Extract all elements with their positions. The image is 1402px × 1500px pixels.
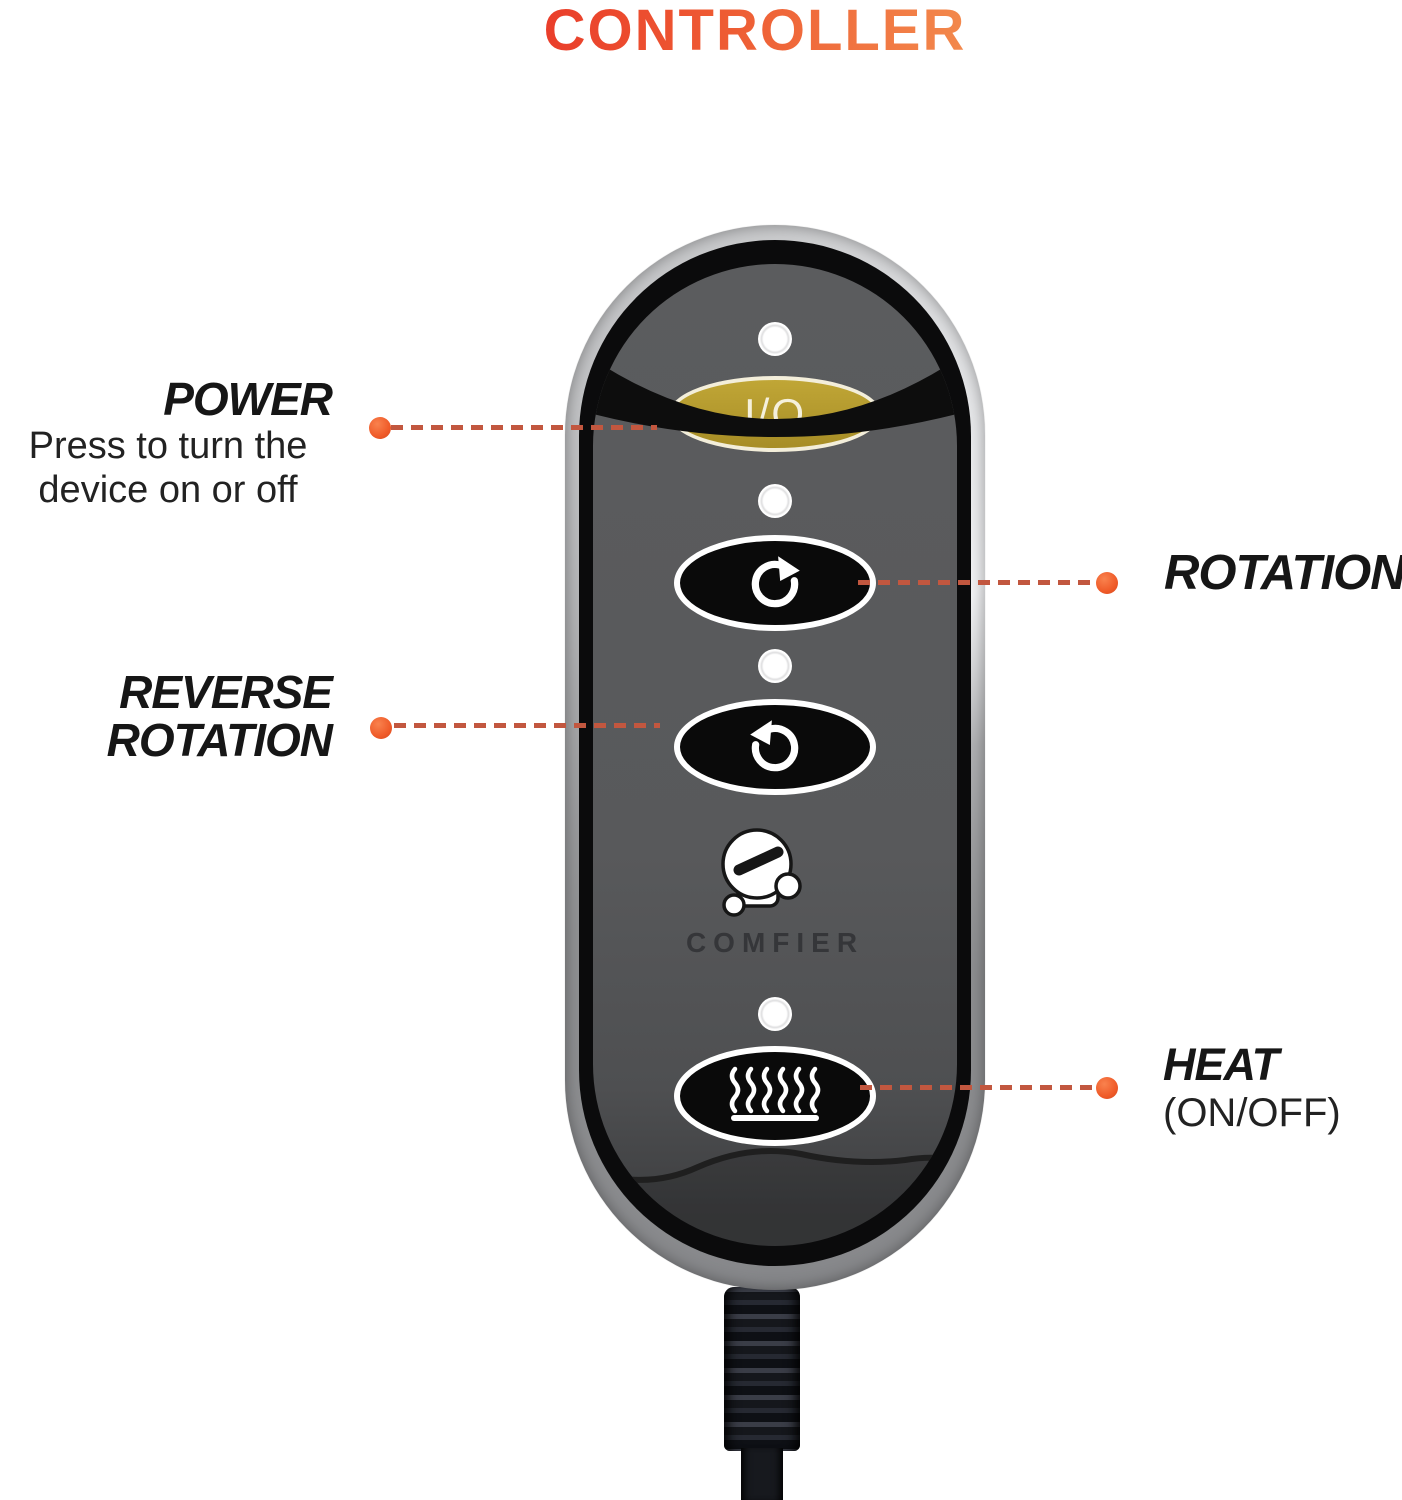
rotation-callout-dot bbox=[1096, 572, 1118, 594]
brand-wordmark: COMFIER bbox=[685, 927, 865, 958]
face-curves bbox=[593, 359, 957, 1246]
reverse-rotation-label-line2: ROTATION bbox=[106, 714, 333, 766]
callout-power: POWER Press to turn the device on or off bbox=[0, 374, 336, 512]
rotation-button[interactable] bbox=[674, 535, 876, 631]
power-led-indicator bbox=[758, 322, 792, 356]
heat-callout-dot bbox=[1096, 1077, 1118, 1099]
heat-led-indicator bbox=[758, 997, 792, 1031]
heat-waves-icon bbox=[723, 1066, 827, 1127]
comfier-mascot-icon bbox=[714, 824, 806, 924]
power-label: POWER bbox=[163, 373, 333, 425]
rotation-callout-line bbox=[858, 580, 1098, 585]
callout-rotation: ROTATION bbox=[1164, 548, 1402, 598]
reverse-rotation-label-line1: REVERSE bbox=[119, 666, 333, 718]
power-callout-line bbox=[391, 425, 657, 430]
reverse-rotation-callout-dot bbox=[370, 717, 392, 739]
heat-label: HEAT bbox=[1163, 1039, 1279, 1090]
heat-sublabel: (ON/OFF) bbox=[1163, 1091, 1341, 1135]
rotate-ccw-icon bbox=[744, 714, 806, 781]
page-title: CONTROLLER bbox=[430, 0, 1080, 62]
rotation-label: ROTATION bbox=[1164, 546, 1402, 600]
power-description-line2: device on or off bbox=[38, 469, 298, 511]
reverse-rotation-callout-line bbox=[394, 723, 660, 728]
heat-callout-line bbox=[860, 1085, 1098, 1090]
reverse-rotation-led-indicator bbox=[758, 649, 792, 683]
rotation-led-indicator bbox=[758, 484, 792, 518]
rotate-cw-icon bbox=[744, 550, 806, 617]
cable-strain-relief bbox=[724, 1287, 800, 1451]
power-cable bbox=[741, 1448, 783, 1500]
heat-button[interactable] bbox=[674, 1046, 876, 1146]
callout-heat: HEAT (ON/OFF) bbox=[1163, 1040, 1341, 1136]
power-callout-dot bbox=[369, 417, 391, 439]
callout-reverse-rotation: REVERSE ROTATION bbox=[0, 666, 333, 766]
power-description-line1: Press to turn the bbox=[28, 425, 308, 467]
remote-face: I/O bbox=[593, 264, 957, 1246]
reverse-rotation-button[interactable] bbox=[674, 699, 876, 795]
